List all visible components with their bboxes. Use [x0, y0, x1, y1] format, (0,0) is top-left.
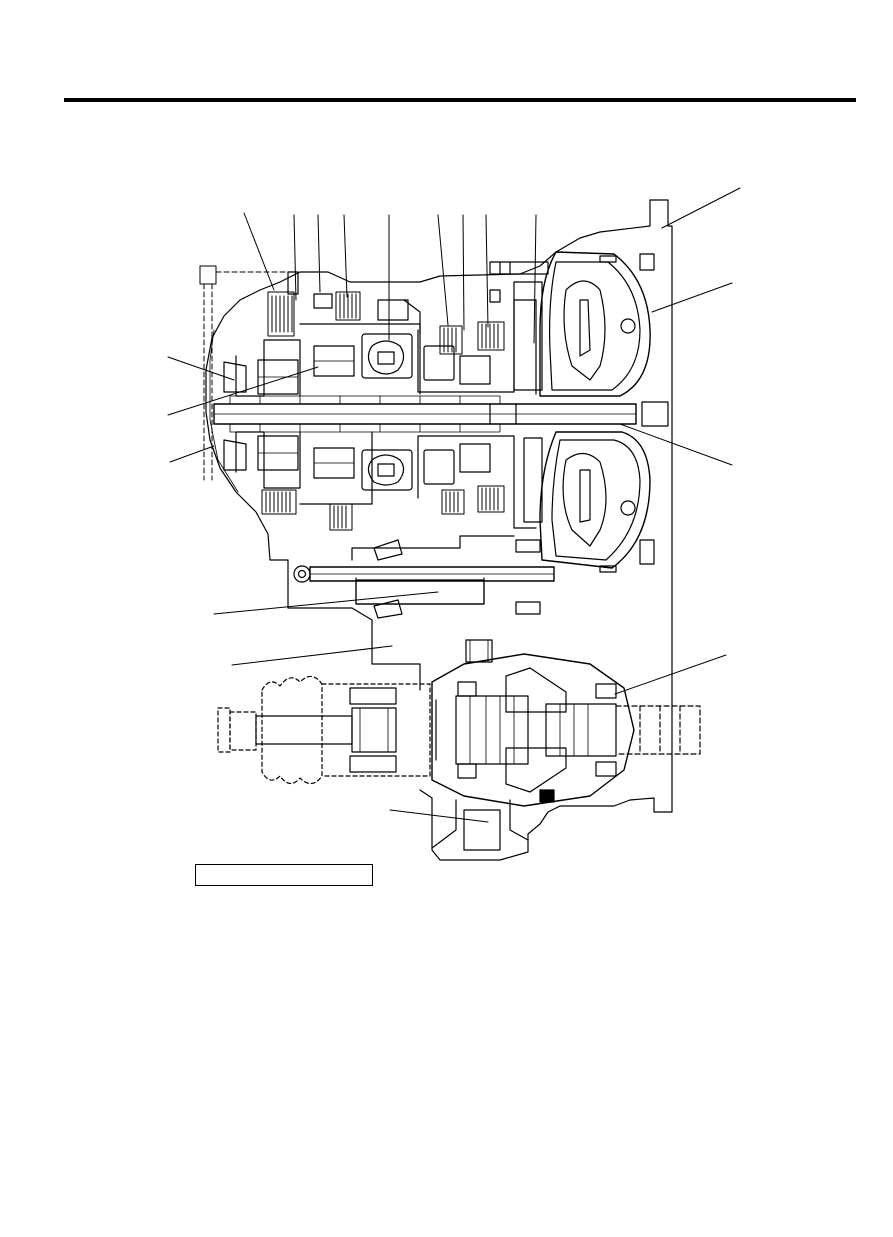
lockup-pin [620, 500, 636, 516]
flex-plate-bolt [639, 539, 655, 565]
leader-line [437, 214, 449, 326]
leader-lines [167, 187, 741, 823]
leader-line [533, 214, 537, 344]
leader-line [317, 214, 321, 293]
planetary-gear-front [361, 333, 413, 379]
leader-line [485, 214, 489, 328]
torque-converter [539, 251, 669, 573]
leader-line [167, 366, 319, 416]
bolt-head [199, 265, 217, 285]
flex-plate-bolt [639, 253, 655, 271]
leader-line [462, 214, 465, 331]
leader-line [614, 654, 727, 695]
differential-gear [505, 667, 567, 713]
planetary-gear-sets [313, 333, 491, 491]
leader-line [651, 282, 733, 313]
figure-caption-box [195, 864, 373, 886]
leader-line [169, 445, 215, 463]
leader-line [231, 645, 393, 666]
differential-gear [505, 747, 567, 793]
leader-line [213, 591, 439, 615]
leader-line [243, 212, 275, 291]
planetary-gear-rear [423, 345, 455, 381]
header-rule [64, 98, 856, 102]
input-shaft [213, 403, 637, 425]
valve-body [287, 271, 421, 335]
leader-line [661, 187, 741, 229]
case-bolt [199, 265, 297, 481]
leader-line [167, 356, 235, 381]
shaft-splines [229, 395, 501, 433]
parking-gear [431, 799, 529, 851]
transaxle-case [205, 199, 673, 861]
counter-gear [355, 579, 485, 605]
planetary-gear-front [361, 449, 413, 491]
clutch-packs-lower [261, 485, 505, 531]
oil-pump [489, 261, 549, 523]
leader-line [389, 809, 489, 823]
differential-assembly [431, 653, 635, 807]
leader-line [293, 214, 297, 301]
leader-line [619, 423, 733, 466]
cv-joint-boot [261, 675, 323, 785]
leader-line [343, 214, 348, 298]
clutch-packs-upper [267, 291, 505, 355]
planetary-gear-rear [423, 449, 455, 485]
counter-shaft [293, 535, 555, 619]
lockup-pin [620, 318, 636, 334]
drive-shaft-left [217, 675, 431, 785]
drive-shaft-right [615, 705, 701, 755]
counter-gear-bolt [465, 639, 493, 663]
